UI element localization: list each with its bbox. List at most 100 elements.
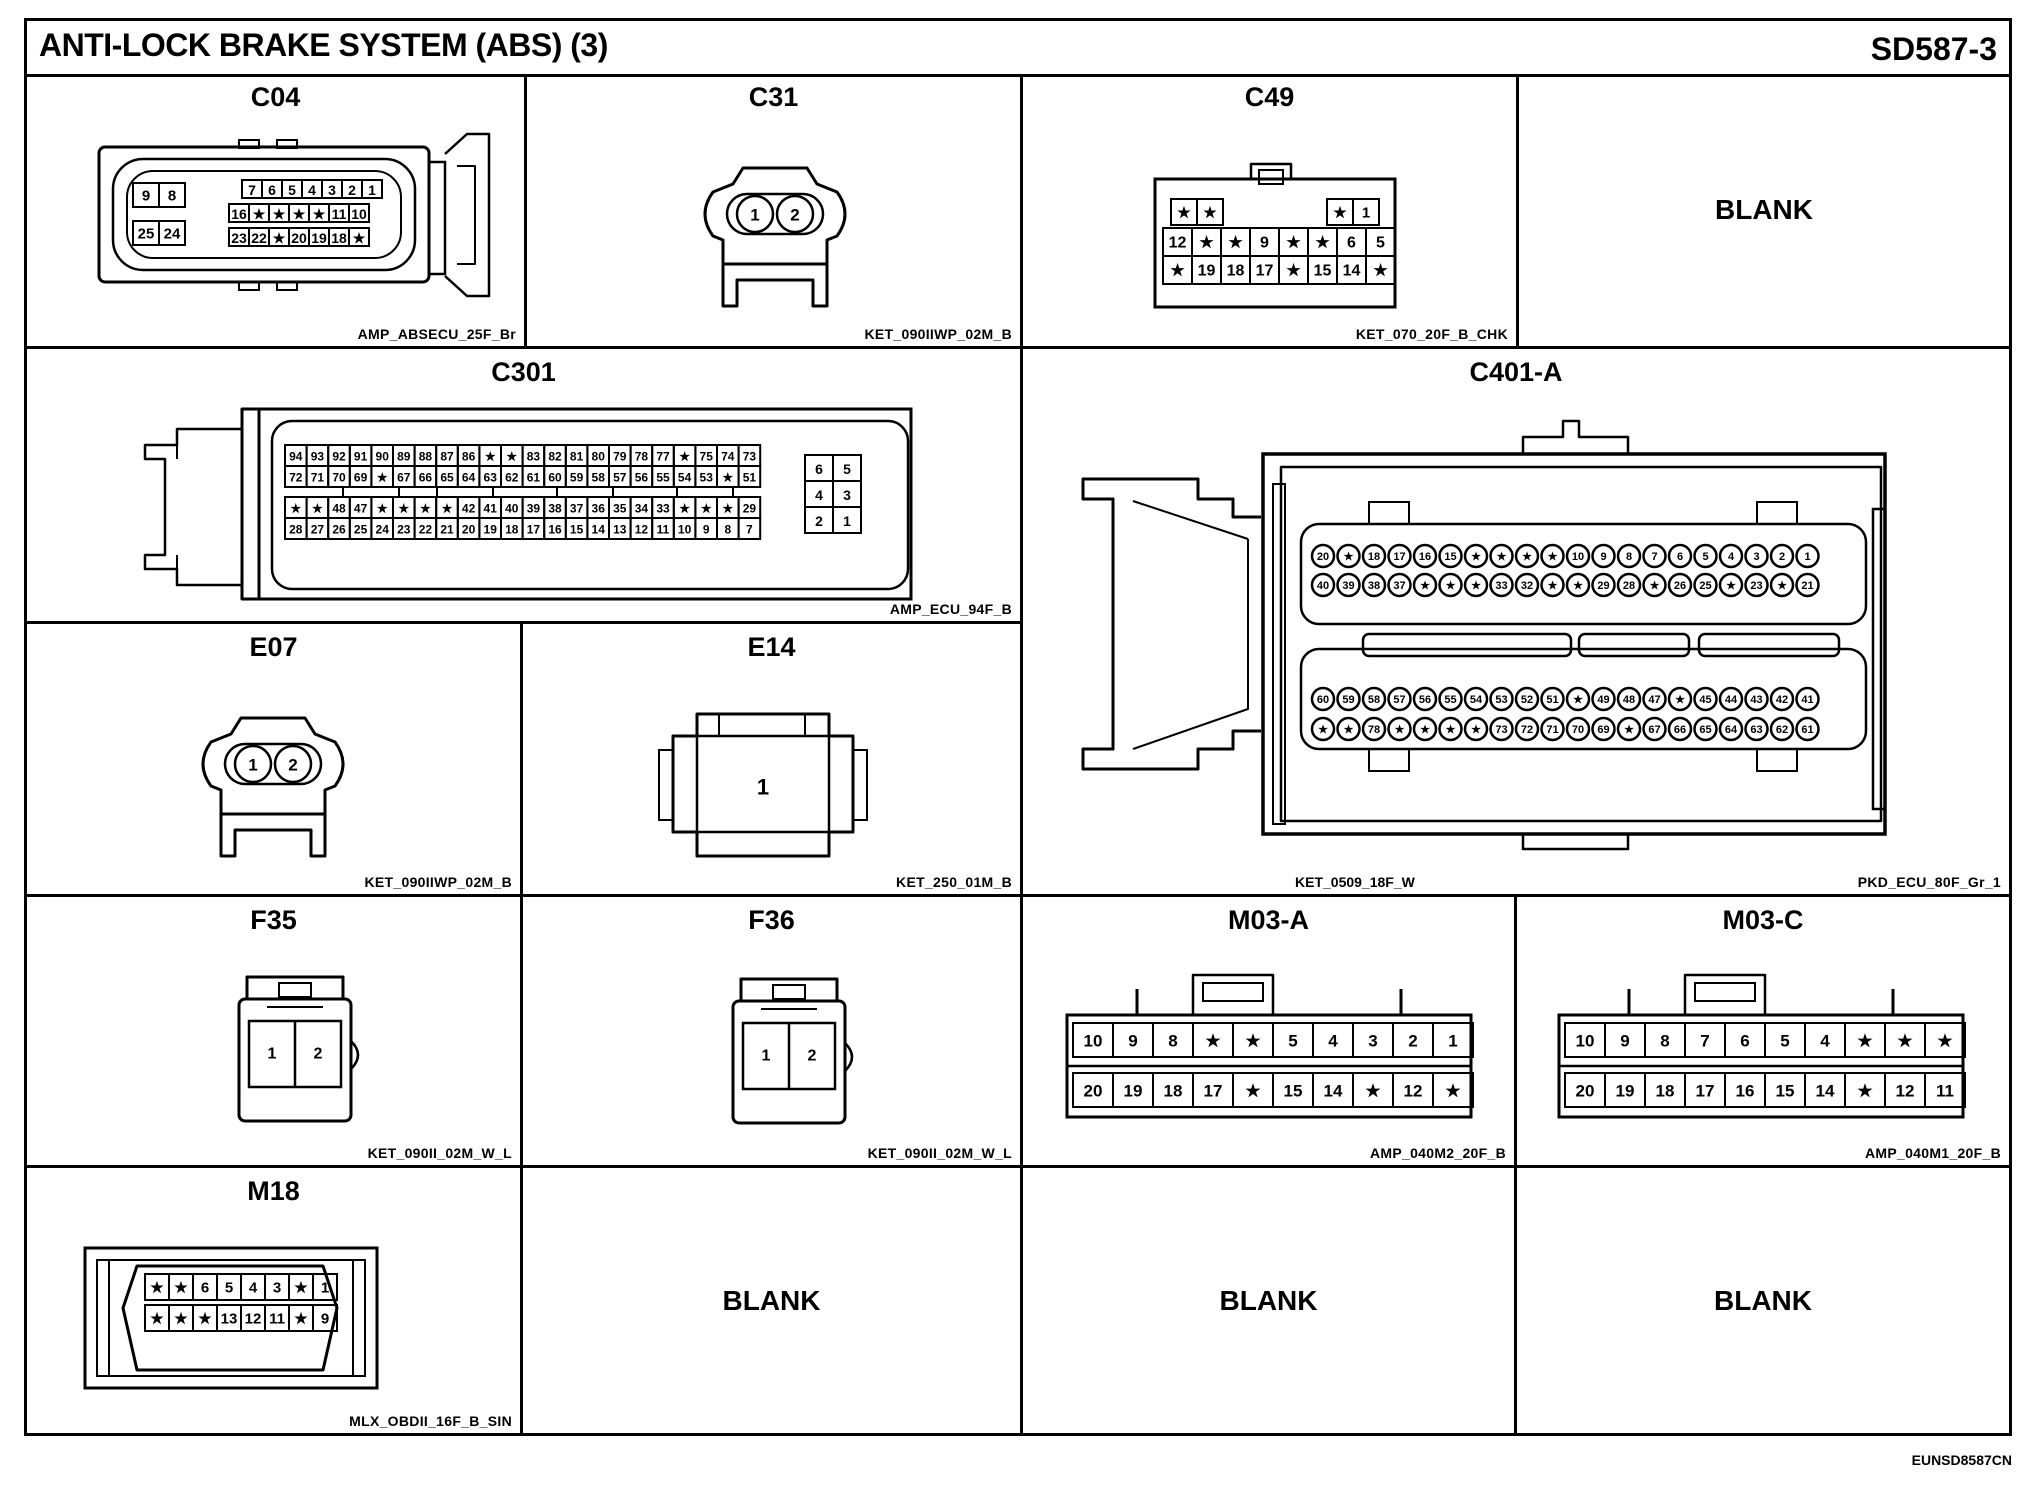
connector-outline [1368, 501, 1410, 525]
pin-cavity [312, 1273, 338, 1301]
pin-cavity [361, 179, 383, 199]
pin-cavity [1336, 686, 1361, 712]
connector-outline [731, 999, 847, 1125]
pin-cavity [312, 1304, 338, 1332]
pin-label: 8 [168, 188, 176, 205]
pin-label: 90 [376, 450, 390, 464]
pin-label: 3 [843, 487, 851, 503]
pin-cavity [348, 203, 370, 223]
pin-label: 1 [268, 1046, 277, 1063]
pin-label: ★ [679, 450, 690, 464]
pin-cavity [1795, 686, 1820, 712]
pin-label: 18 [1164, 1082, 1183, 1101]
pin-label: ★ [294, 1280, 308, 1297]
pin-label: ★ [1471, 551, 1481, 563]
pin-label: ★ [1365, 1082, 1381, 1101]
pin-label: 1 [368, 182, 376, 198]
pin-cavity [233, 744, 273, 784]
pin-label: ★ [442, 502, 453, 516]
pin-cavity [1514, 543, 1540, 569]
pin-cavity [1310, 716, 1336, 742]
pin-label: 7 [248, 182, 256, 198]
pin-label: 33 [656, 502, 670, 516]
pin-cavity [1795, 716, 1820, 742]
pin-label: 12 [1896, 1082, 1915, 1101]
connector-outline [1577, 632, 1691, 658]
pin-cavity [1693, 543, 1718, 569]
pin-label: 67 [397, 471, 411, 485]
pin-label: 6 [1677, 551, 1683, 563]
pin-label: 1 [321, 1280, 329, 1297]
pin-label: 25 [354, 523, 368, 537]
pin-label: ★ [1395, 724, 1405, 736]
pin-label: 2 [348, 182, 356, 198]
pin-label: 10 [1576, 1032, 1595, 1051]
pin-label: ★ [1344, 724, 1354, 736]
pin-label: 2 [790, 206, 799, 225]
pin-label: ★ [150, 1311, 164, 1328]
pin-cavity [1769, 572, 1795, 598]
pin-label: ★ [1286, 235, 1301, 252]
pin-label: 6 [268, 182, 276, 198]
pin-label: ★ [1177, 205, 1191, 222]
pin-label: 34 [635, 502, 649, 516]
pin-cavity [1924, 1072, 1966, 1108]
connector-outline [245, 975, 345, 999]
connector-outline [718, 713, 806, 737]
pin-label: 19 [1124, 1082, 1143, 1101]
pin-label: 57 [1393, 694, 1405, 706]
pin-label: 48 [1623, 694, 1635, 706]
pin-cavity [1387, 543, 1412, 569]
pin-label: 39 [1342, 580, 1354, 592]
pin-label: ★ [1170, 263, 1185, 280]
connector-outline [278, 982, 312, 998]
connector-code: AMP_040M1_20F_B [1864, 1145, 2001, 1161]
pin-label: ★ [1344, 551, 1354, 563]
connector-outline [1871, 507, 1887, 811]
pin-label: 69 [1597, 724, 1609, 736]
pin-label: 25 [138, 226, 155, 243]
pin-label: ★ [506, 450, 517, 464]
pin-label: 57 [613, 471, 627, 485]
connector-outline [219, 814, 327, 858]
pin-label: 23 [1750, 580, 1762, 592]
pin-cavity [1310, 543, 1336, 569]
connector-code: AMP_ECU_94F_B [889, 601, 1012, 617]
connector-outline [436, 486, 494, 498]
pin-cavity [1642, 686, 1667, 712]
pin-cavity [1744, 716, 1769, 742]
pin-label: 63 [484, 471, 498, 485]
pin-label: 9 [321, 1311, 329, 1328]
pin-label: 24 [376, 523, 390, 537]
pin-label: 20 [291, 230, 307, 246]
pin-label: 15 [1776, 1082, 1795, 1101]
pin-label: ★ [1199, 235, 1214, 252]
pin-label: 6 [815, 461, 823, 477]
pin-label: 22 [251, 230, 267, 246]
pin-cavity [1432, 1072, 1474, 1108]
pin-label: 47 [1648, 694, 1660, 706]
connector-outline [556, 486, 614, 498]
pin-label: 21 [1801, 580, 1813, 592]
pin-cavity [1514, 686, 1540, 712]
pin-cavity [1489, 543, 1514, 569]
connector-outline [342, 486, 400, 498]
pin-cavity [1438, 572, 1463, 598]
pin-label: ★ [1446, 724, 1456, 736]
connector-code: KET_090IIWP_02M_B [364, 874, 512, 890]
pin-label: 94 [289, 450, 303, 464]
pin-label: ★ [1777, 580, 1787, 592]
pin-label: ★ [1573, 694, 1583, 706]
pin-cavity [1432, 1022, 1474, 1058]
pin-cavity [1565, 716, 1591, 742]
pin-label: ★ [1205, 1032, 1221, 1051]
pin-cavity [832, 506, 862, 534]
connector-label: C49 [1244, 82, 1295, 112]
pin-label: 12 [1169, 235, 1187, 252]
pin-cavity [1540, 686, 1565, 712]
pin-cavity [1616, 716, 1642, 742]
pin-label: 13 [613, 523, 627, 537]
